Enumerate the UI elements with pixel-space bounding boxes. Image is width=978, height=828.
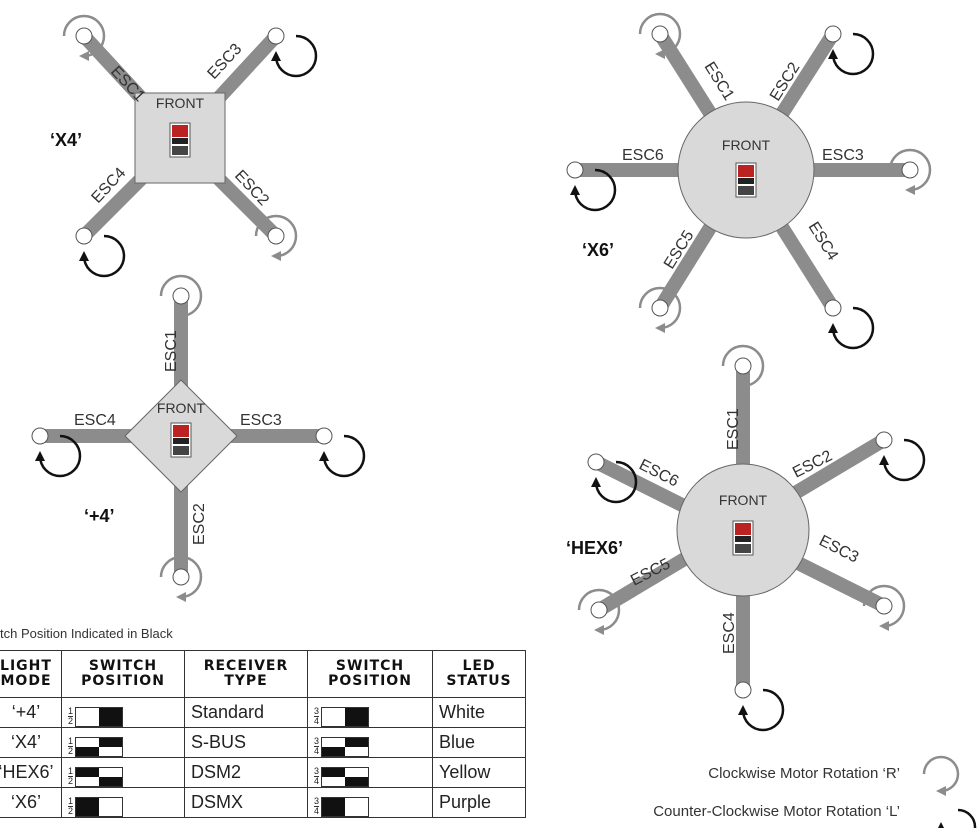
legend-cw-label: Clockwise Motor Rotation ‘R’ (708, 765, 900, 782)
legend-cw-icon (922, 755, 960, 796)
esc-label: ESC1 (725, 408, 742, 450)
controller-icon (169, 122, 191, 158)
legend-ccw-label: Counter-Clockwise Motor Rotation ‘L’ (653, 803, 900, 820)
switch-icon (321, 796, 370, 817)
col-header: LIGHT MODE (0, 650, 62, 698)
col-header: LED STATUS (432, 650, 526, 698)
motor-esc3-cw (862, 584, 906, 631)
motor-esc3-cw (888, 148, 932, 195)
motor-esc4-ccw (734, 681, 785, 732)
frame-hex6: FRONT ESC1 ESC6 ESC2 ESC5 ESC3 ESC4 ‘HEX… (566, 344, 926, 732)
mode-label-hex6: ‘HEX6’ (566, 538, 623, 558)
motor-esc5-cw (577, 588, 621, 635)
motor-esc1-cw (62, 14, 106, 61)
esc-label: ESC4 (74, 412, 116, 429)
esc-label: ESC3 (816, 532, 861, 566)
esc-label: ESC1 (107, 63, 148, 105)
mode-cell: ‘X4’ (0, 727, 62, 758)
legend-ccw-icon (936, 808, 977, 828)
col-header: SWITCH POSITION (307, 650, 433, 698)
led-cell: Yellow (432, 757, 526, 788)
motor-esc5-cw (638, 286, 682, 333)
front-label: FRONT (157, 400, 206, 416)
receiver-cell: Standard (184, 697, 308, 728)
mode-cell: ‘HEX6’ (0, 757, 62, 788)
receiver-cell: DSM2 (184, 757, 308, 788)
mode-table: LIGHT MODE SWITCH POSITION RECEIVER TYPE… (0, 650, 526, 818)
motor-esc2-cw (159, 555, 203, 602)
front-label: FRONT (722, 137, 771, 153)
motor-esc1-cw (159, 274, 203, 321)
motor-esc3-ccw (267, 27, 318, 78)
esc-label: ESC1 (163, 330, 180, 372)
legend: Clockwise Motor Rotation ‘R’ Counter-Clo… (653, 755, 977, 828)
motor-esc2-ccw (875, 431, 926, 482)
esc-label: ESC4 (721, 612, 738, 654)
led-cell: White (432, 697, 526, 728)
mode-cell: ‘X6’ (0, 787, 62, 818)
col-header: SWITCH POSITION (61, 650, 185, 698)
controller-icon (170, 422, 192, 458)
controller-icon (735, 162, 757, 198)
table-header-row: LIGHT MODE SWITCH POSITION RECEIVER TYPE… (0, 650, 526, 698)
motor-esc3-ccw (315, 427, 366, 478)
motor-esc4-ccw (824, 299, 875, 350)
mode-cell: ‘+4’ (0, 697, 62, 728)
motor-esc1-cw (721, 344, 765, 391)
motor-esc4-ccw (75, 227, 126, 278)
switch-icon (75, 736, 124, 757)
table-note: tch Position Indicated in Black (0, 626, 173, 641)
led-cell: Blue (432, 727, 526, 758)
switch-icon (321, 706, 370, 727)
receiver-cell: DSMX (184, 787, 308, 818)
motor-esc6-ccw (587, 453, 638, 504)
switch-icon (321, 736, 370, 757)
frame-x4: FRONT ESC1 ESC3 ESC4 ESC2 ‘X4’ (50, 14, 318, 278)
mode-label-plus4: ‘+4’ (84, 506, 115, 526)
front-label: FRONT (719, 492, 768, 508)
esc-label: ESC6 (622, 147, 664, 164)
switch-icon (75, 706, 124, 727)
mode-label-x4: ‘X4’ (50, 130, 82, 150)
motor-esc6-ccw (566, 161, 617, 212)
motor-esc2-ccw (824, 25, 875, 76)
switch-icon (75, 796, 124, 817)
frame-x6: FRONT ESC1 ESC2 ESC6 ESC3 ESC5 ESC4 ‘X6’ (566, 12, 932, 350)
col-header: RECEIVER TYPE (184, 650, 308, 698)
esc-label: ESC2 (191, 503, 208, 545)
motor-esc4-ccw (31, 427, 82, 478)
mode-label-x6: ‘X6’ (582, 240, 614, 260)
frame-plus4: FRONT ESC1 ESC4 ESC3 ESC2 ‘+4’ (31, 274, 366, 602)
receiver-cell: S-BUS (184, 727, 308, 758)
esc-label: ESC4 (805, 219, 842, 264)
esc-label: ESC3 (822, 147, 864, 164)
switch-icon (321, 766, 370, 787)
motor-esc2-cw (254, 214, 298, 261)
controller-icon (732, 520, 754, 556)
led-cell: Purple (432, 787, 526, 818)
esc-label: ESC3 (240, 412, 282, 429)
motor-esc1-cw (638, 12, 682, 59)
switch-icon (75, 766, 124, 787)
front-label: FRONT (156, 95, 205, 111)
